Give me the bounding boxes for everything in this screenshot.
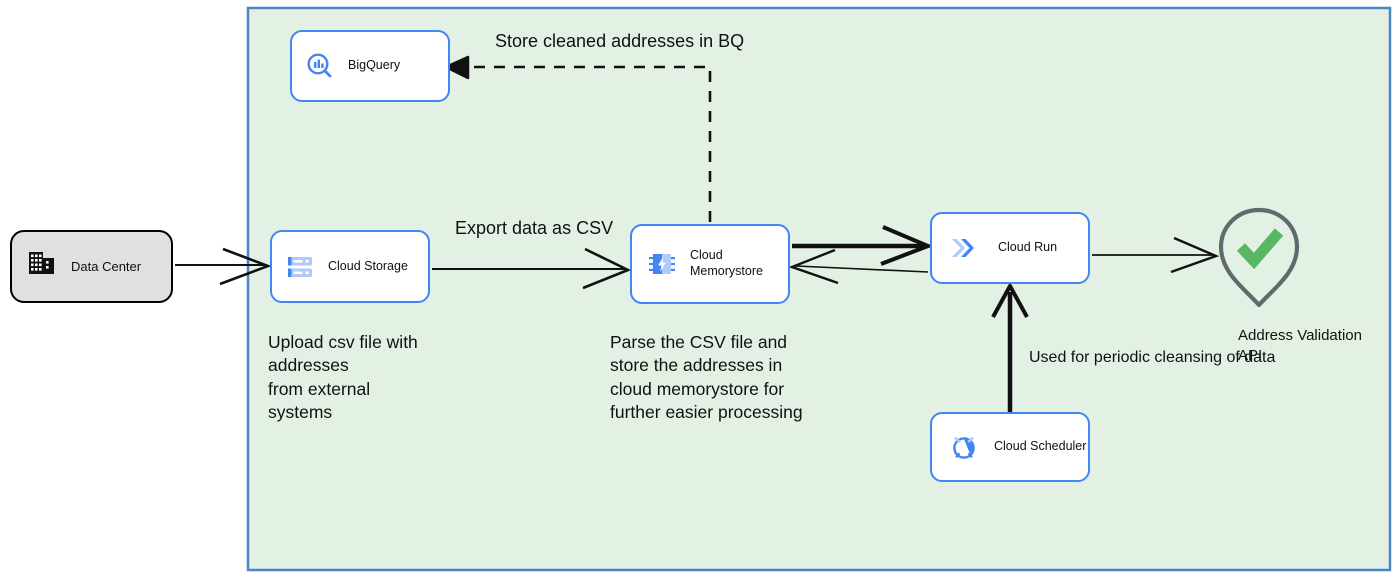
edge-run-to-validation-api [1092,236,1220,274]
cloud-storage-icon [286,253,316,281]
edge-scheduler-to-run [991,281,1029,412]
node-cloud-scheduler[interactable]: Cloud Scheduler [930,412,1090,482]
node-label: Cloud Storage [328,258,408,273]
address-validation-api-label: Address Validation API [1238,327,1362,364]
node-label: Cloud Run [998,240,1058,255]
edge-memorystore-to-run [792,225,934,266]
map-pin-check-icon [1218,207,1300,308]
node-data-center[interactable]: Data Center [10,230,173,303]
edge-run-to-memorystore [788,248,929,285]
node-label: Cloud Scheduler [994,439,1087,454]
bigquery-icon [304,50,336,82]
node-cloud-storage[interactable]: Cloud Storage [270,230,430,303]
annotation-parse-note: Parse the CSV file and store the address… [610,332,803,422]
cloud-run-icon [948,233,982,263]
edge-datacenter-to-storage [175,247,272,286]
annotation-upload-note: Upload csv file with addresses from exte… [268,332,418,422]
edge-label-export-csv: Export data as CSV [455,218,614,238]
cloud-memorystore-icon [646,249,678,279]
node-cloud-run[interactable]: Cloud Run [930,212,1090,284]
node-label: BigQuery [348,58,401,73]
datacenter-building-icon [27,250,57,283]
edge-label-periodic-cleansing: Used for periodic cleansing of data [1029,349,1276,366]
edge-storage-to-memorystore [432,247,632,290]
node-label: Cloud Memorystore [690,248,763,278]
edge-label-store-cleaned: Store cleaned addresses in BQ [495,31,745,51]
node-bigquery[interactable]: BigQuery [290,30,450,102]
cloud-scheduler-icon [948,432,980,462]
node-label: Data Center [71,259,142,274]
edge-memorystore-to-bigquery [444,55,712,222]
node-cloud-memorystore[interactable]: Cloud Memorystore [630,224,790,304]
